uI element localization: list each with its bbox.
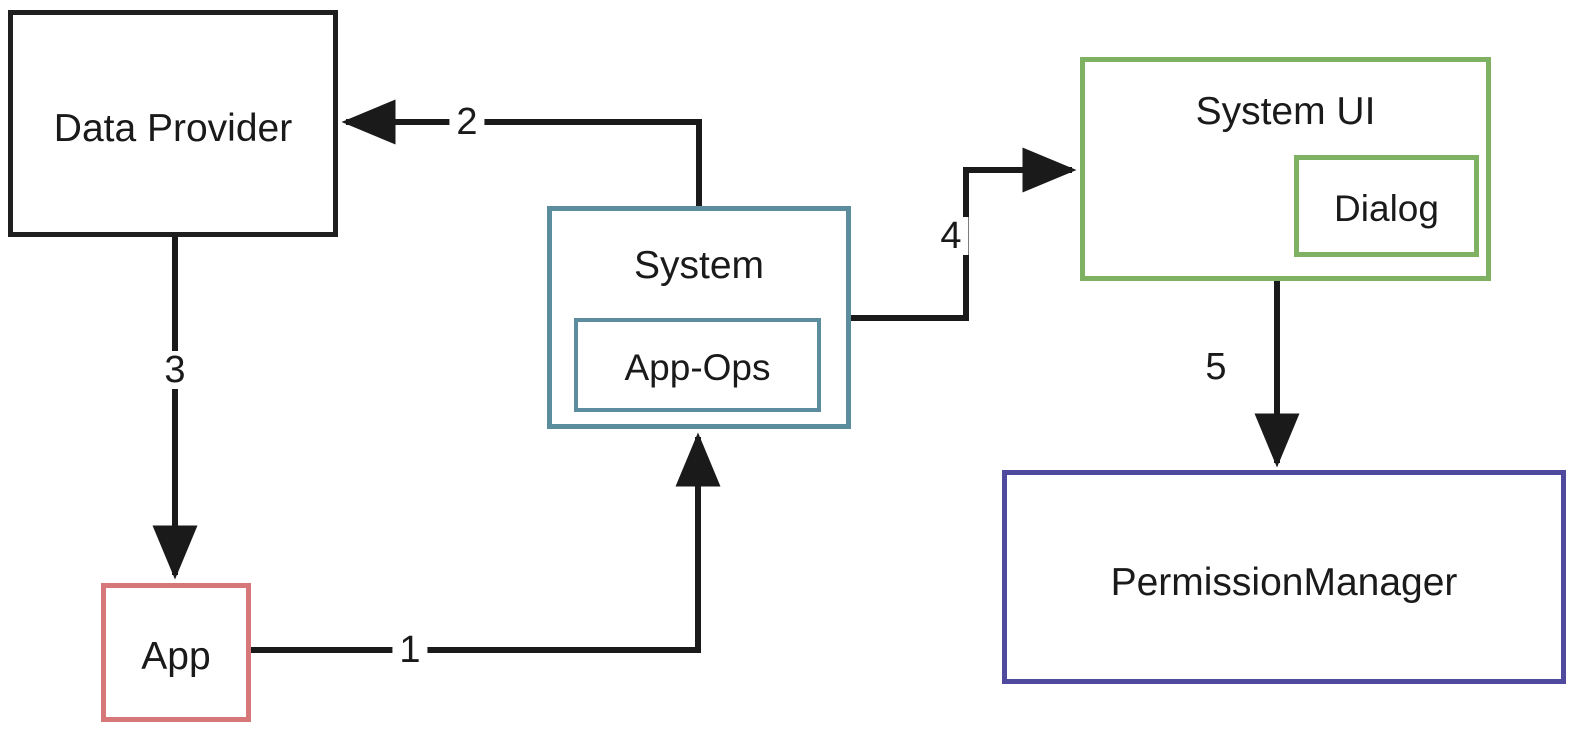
edge-label-5: 5 (1205, 346, 1227, 388)
node-system-ui[interactable]: System UI Dialog (1080, 57, 1491, 281)
edge-label-3: 3 (157, 351, 193, 389)
node-app-ops[interactable]: App-Ops (574, 318, 821, 412)
node-system-label: System (633, 244, 765, 287)
node-dialog-label: Dialog (1334, 188, 1439, 229)
node-data-provider[interactable]: Data Provider (8, 10, 338, 237)
node-app-ops-label: App-Ops (624, 347, 771, 388)
node-permission-manager-label: PermissionManager (1110, 561, 1458, 604)
node-system[interactable]: System App-Ops (547, 206, 851, 429)
edge-1-path (251, 432, 721, 653)
edge-label-2: 2 (449, 103, 485, 141)
node-dialog[interactable]: Dialog (1294, 155, 1479, 257)
edge-2-path (341, 99, 702, 206)
edge-label-1: 1 (392, 631, 428, 669)
node-app[interactable]: App (101, 583, 251, 722)
node-data-provider-label: Data Provider (53, 107, 293, 150)
edge-label-4: 4 (933, 217, 969, 255)
node-system-ui-label: System UI (1195, 90, 1376, 133)
node-app-label: App (141, 635, 211, 678)
node-permission-manager[interactable]: PermissionManager (1002, 470, 1566, 684)
